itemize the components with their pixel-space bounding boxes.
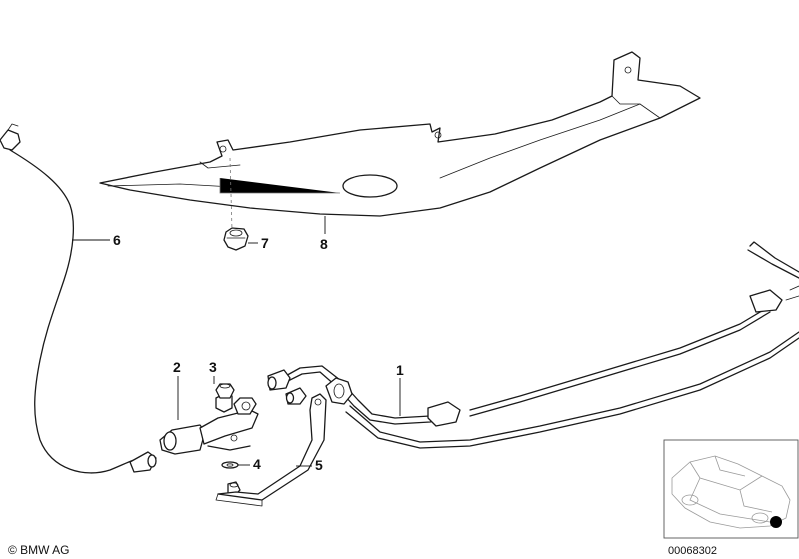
copyright-text: © BMW AG xyxy=(8,543,70,557)
leader-lines xyxy=(72,216,401,467)
washer-hose-part-6[interactable] xyxy=(0,123,157,474)
callout-1: 1 xyxy=(396,362,404,378)
grommet-part-3[interactable] xyxy=(215,383,235,399)
car-outline-icon xyxy=(671,455,791,529)
callout-8: 8 xyxy=(320,236,328,252)
callout-3: 3 xyxy=(209,359,217,375)
trim-strip-opening xyxy=(342,174,398,198)
trim-strip-part-8[interactable] xyxy=(99,51,701,231)
washer-screw-part-4[interactable] xyxy=(221,461,241,495)
clip-nut-part-7[interactable] xyxy=(223,227,249,251)
callout-2: 2 xyxy=(173,359,181,375)
bracket-part-5[interactable] xyxy=(215,393,327,507)
pump-part-2[interactable] xyxy=(159,393,259,455)
vehicle-location-inset xyxy=(663,439,799,539)
callout-4: 4 xyxy=(253,456,261,472)
location-marker-icon xyxy=(770,516,782,528)
diagram-number: 00068302 xyxy=(668,545,717,557)
callout-5: 5 xyxy=(315,457,323,473)
callout-7: 7 xyxy=(261,235,269,251)
callout-6: 6 xyxy=(113,232,121,248)
hose-assembly-part-1[interactable] xyxy=(267,241,799,449)
